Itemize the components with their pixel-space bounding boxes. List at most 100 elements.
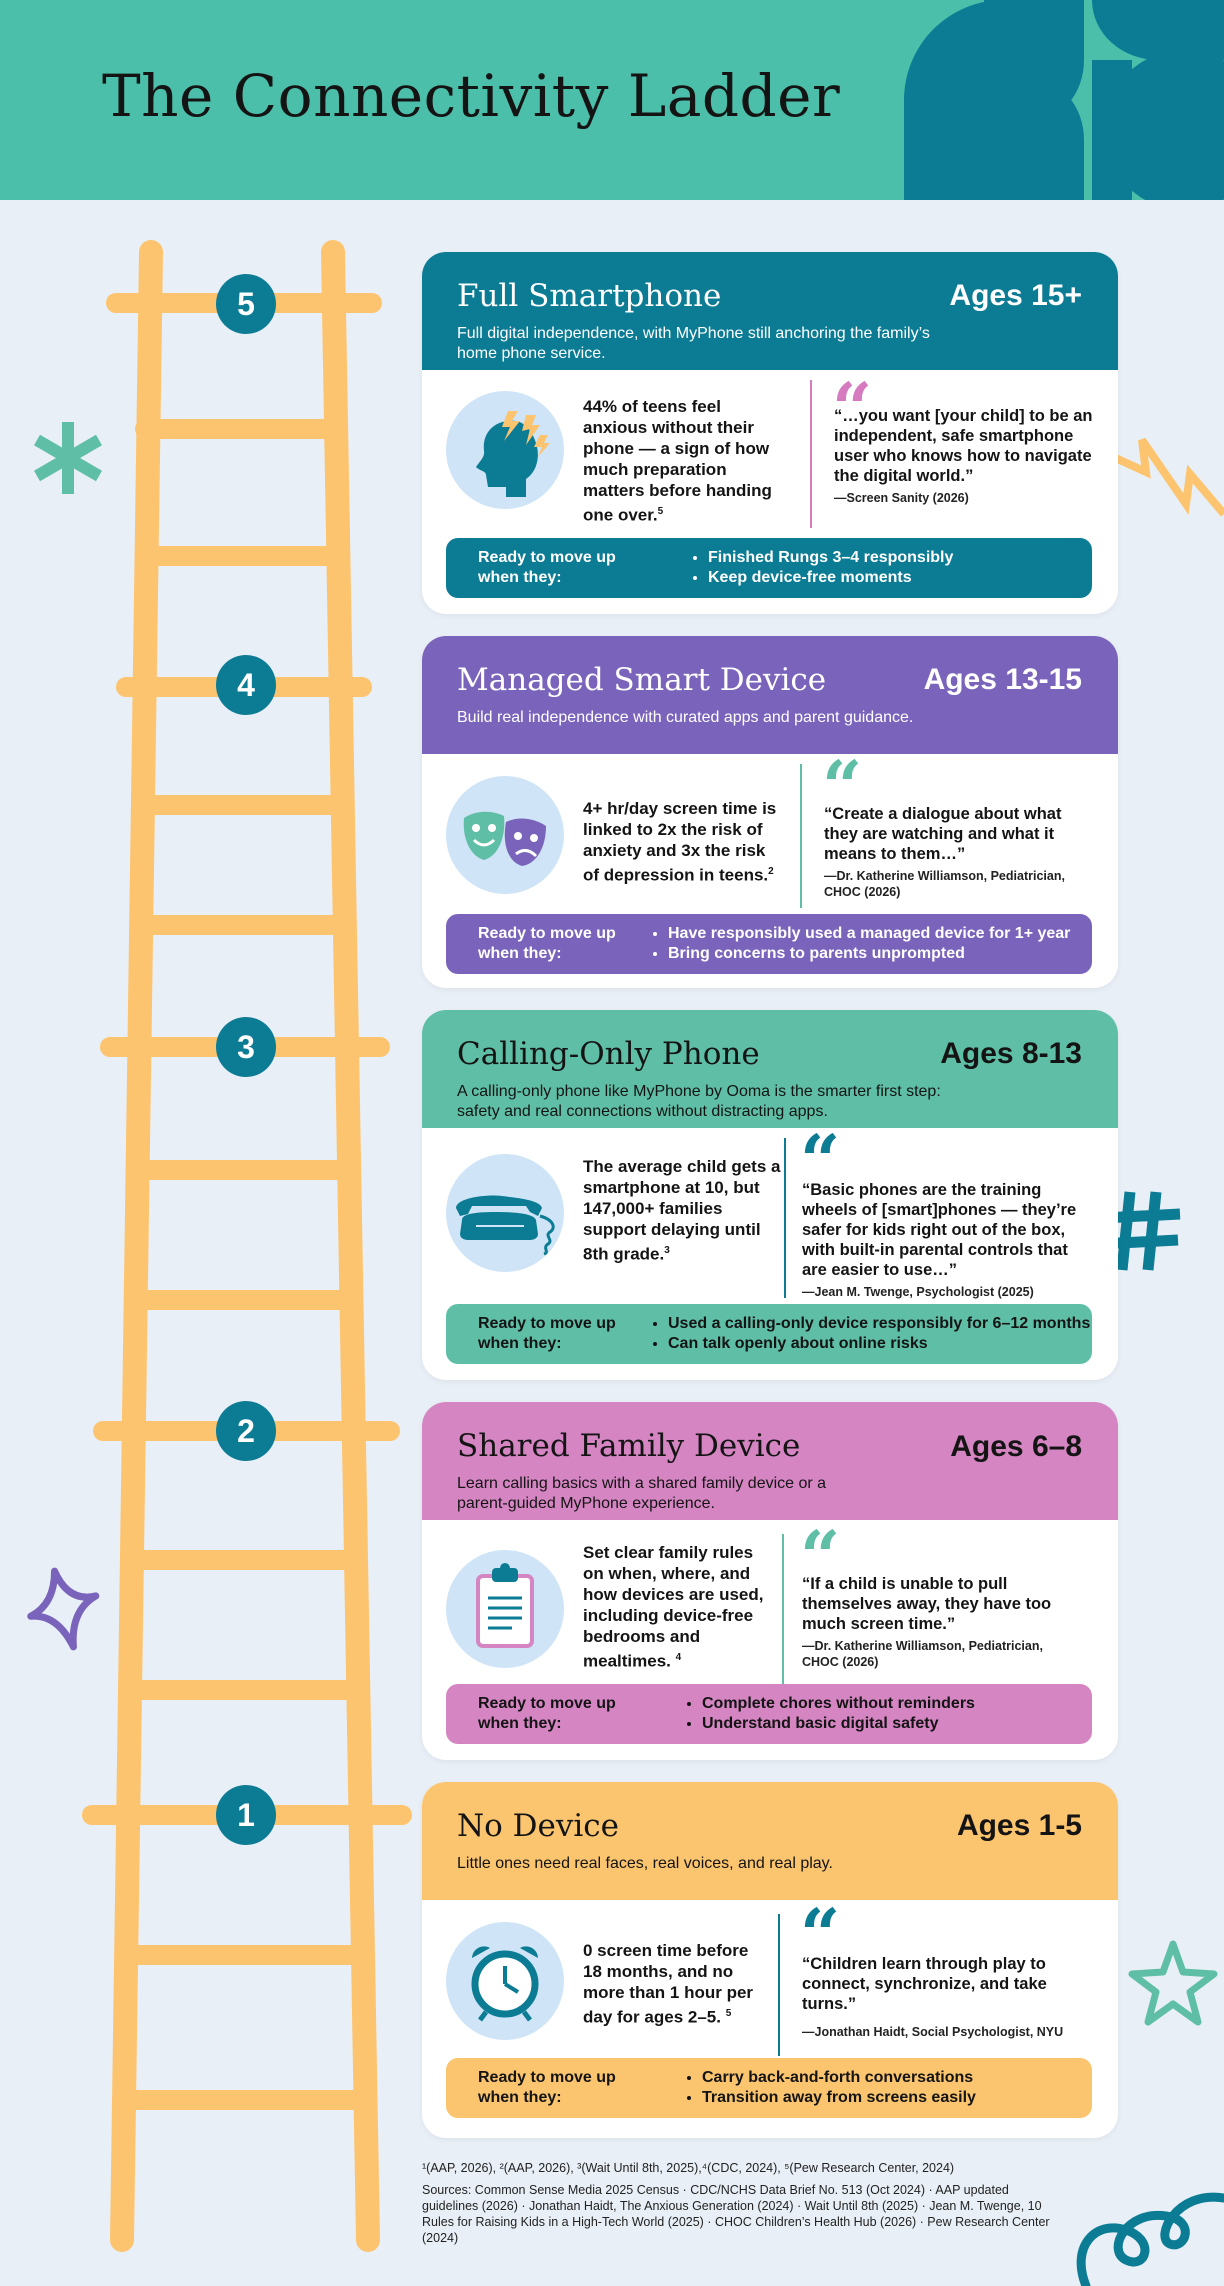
rung-badge-3: 3 [216,1017,276,1077]
ready-item: Complete chores without reminders [702,1694,975,1714]
stat-text: Set clear family rules on when, where, a… [583,1543,764,1671]
rung-card-3: Calling-Only Phone Ages 8-13 A calling-o… [422,1010,1118,1380]
ready-item: Have responsibly used a managed device f… [668,924,1070,944]
stat-text: The average child gets a smartphone at 1… [583,1157,781,1264]
rung-badge-5: 5 [216,274,276,334]
age-label: Ages 15+ [949,279,1082,312]
ready-label: Ready to move up when they: [478,2069,616,2106]
header-decoration [904,0,1224,200]
quote-mark-icon: “ [822,745,863,828]
card-subtitle: Learn calling basics with a shared famil… [457,1475,827,1512]
ready-box: Ready to move up when they: Have respons… [446,914,1092,974]
quote: “If a child is unable to pull themselves… [802,1574,1062,1670]
swirl-decoration-icon [1076,2192,1224,2286]
card-subtitle: A calling-only phone like MyPhone by Oom… [457,1083,941,1120]
quote-mark-icon: “ [832,367,873,450]
ready-list: Finished Rungs 3–4 responsibly Keep devi… [692,548,953,588]
divider [782,1534,784,1684]
rung-badge-2: 2 [216,1401,276,1461]
quote: “Children learn through play to connect,… [802,1954,1092,2040]
age-label: Ages 6–8 [950,1430,1082,1463]
quote-source: —Jean M. Twenge, Psychologist (2025) [802,1285,1034,1299]
card-body: 44% of teens feel anxious without their … [422,370,1118,614]
ready-list: Complete chores without reminders Unders… [686,1694,975,1734]
card-header: No Device Ages 1-5 Little ones need real… [422,1782,1118,1900]
quote-source: —Dr. Katherine Williamson, Pediatrician,… [824,869,1065,899]
divider [800,764,802,908]
card-subtitle: Build real independence with curated app… [457,709,914,726]
divider [784,1138,786,1298]
stat-text: 0 screen time before 18 months, and no m… [583,1941,754,2027]
ready-item: Bring concerns to parents unprompted [668,944,1070,964]
divider [778,1914,780,2056]
ready-list: Used a calling-only device responsibly f… [652,1314,1090,1354]
star-decoration-icon [1128,1940,1218,2026]
sparkle-decoration-icon [27,1567,100,1651]
rung-badge-1: 1 [216,1785,276,1845]
card-body: The average child gets a smartphone at 1… [422,1119,1118,1380]
quote: “…you want [your child] to be an indepen… [834,406,1096,506]
clipboard-icon [446,1550,564,1668]
alarm-clock-icon [446,1922,564,2040]
ready-item: Can talk openly about online risks [668,1334,1090,1354]
ready-label: Ready to move up when they: [478,925,616,962]
card-header: Full Smartphone Ages 15+ Full digital in… [422,252,1118,370]
page-header: The Connectivity Ladder [0,0,1224,200]
card-title: Full Smartphone [457,278,722,314]
quote-source: —Screen Sanity (2026) [834,491,969,505]
card-body: Set clear family rules on when, where, a… [422,1520,1118,1760]
ready-list: Have responsibly used a managed device f… [652,924,1070,964]
quote-source: —Jonathan Haidt, Social Psychologist, NY… [802,2025,1064,2039]
rung-card-2: Shared Family Device Ages 6–8 Learn call… [422,1402,1118,1760]
age-label: Ages 8-13 [940,1037,1082,1070]
ready-item: Understand basic digital safety [702,1714,975,1734]
ready-item: Keep device-free moments [708,568,953,588]
card-subtitle: Full digital independence, with MyPhone … [457,325,930,362]
quote-mark-icon: “ [800,1893,841,1976]
card-title: Managed Smart Device [457,662,827,698]
card-header: Calling-Only Phone Ages 8-13 A calling-o… [422,1010,1118,1128]
rung-card-1: No Device Ages 1-5 Little ones need real… [422,1782,1118,2138]
divider [810,380,812,528]
card-header: Shared Family Device Ages 6–8 Learn call… [422,1402,1118,1520]
ready-box: Ready to move up when they: Finished Run… [446,538,1092,598]
card-body: 0 screen time before 18 months, and no m… [422,1900,1118,2138]
quote-mark-icon: “ [800,1515,841,1598]
rung-badge-4: 4 [216,655,276,715]
footnotes: ¹(AAP, 2026), ²(AAP, 2026), ³(Wait Until… [422,2160,1122,2252]
footnote-refs: ¹(AAP, 2026), ²(AAP, 2026), ³(Wait Until… [422,2161,955,2175]
ready-list: Carry back-and-forth conversations Trans… [686,2068,976,2108]
ready-item: Finished Rungs 3–4 responsibly [708,548,953,568]
ladder-illustration [82,240,412,2252]
card-title: No Device [457,1808,619,1844]
quote: “Basic phones are the training wheels of… [802,1180,1092,1300]
ready-item: Transition away from screens easily [702,2088,976,2108]
zigzag-decoration-icon [1096,437,1224,517]
card-body: 4+ hr/day screen time is linked to 2x th… [422,745,1118,988]
landline-phone-icon [446,1154,564,1272]
ready-label: Ready to move up when they: [478,549,616,586]
ready-item: Carry back-and-forth conversations [702,2068,976,2088]
card-title: Shared Family Device [457,1428,801,1464]
ready-label: Ready to move up when they: [478,1695,616,1732]
asterisk-decoration-icon [33,422,103,494]
footnote-sources: Sources: Common Sense Media 2025 Census … [422,2183,1050,2245]
stat-text: 4+ hr/day screen time is linked to 2x th… [583,799,777,885]
card-subtitle: Little ones need real faces, real voices… [457,1855,833,1872]
card-header: Managed Smart Device Ages 13-15 Build re… [422,636,1118,754]
rung-card-5: Full Smartphone Ages 15+ Full digital in… [422,252,1118,614]
quote-mark-icon: “ [800,1119,841,1202]
ready-item: Used a calling-only device responsibly f… [668,1314,1090,1334]
ready-box: Ready to move up when they: Used a calli… [446,1304,1092,1364]
rung-card-4: Managed Smart Device Ages 13-15 Build re… [422,636,1118,988]
card-title: Calling-Only Phone [457,1036,760,1072]
theater-masks-icon [446,776,564,894]
stat-text: 44% of teens feel anxious without their … [583,397,772,525]
quote-source: —Dr. Katherine Williamson, Pediatrician,… [802,1639,1043,1669]
anxious-head-icon [446,391,564,509]
quote: “Create a dialogue about what they are w… [824,804,1084,900]
age-label: Ages 13-15 [923,663,1082,696]
ready-box: Ready to move up when they: Complete cho… [446,1684,1092,1744]
ready-label: Ready to move up when they: [478,1315,616,1352]
page-title: The Connectivity Ladder [102,62,841,130]
